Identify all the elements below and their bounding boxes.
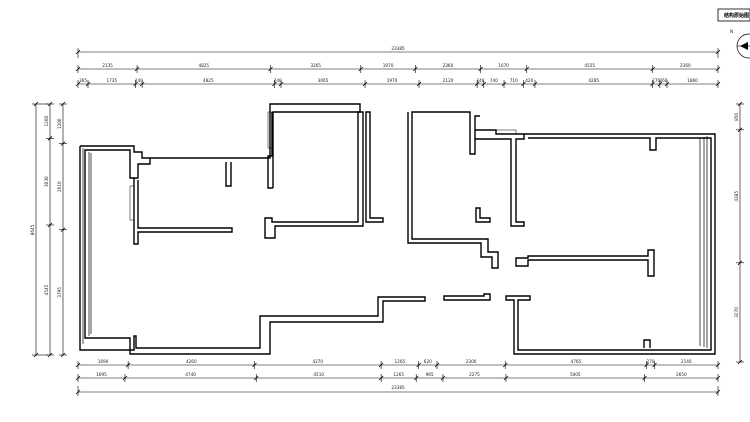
bottom-row1-dim-label: 2140 [681, 359, 692, 364]
top-row2-dim-label: 1970 [387, 78, 398, 83]
top-row1-dim-label: 3265 [310, 63, 321, 68]
bottom-row1-dim-label: 4270 [312, 359, 323, 364]
bottom-dimensions: 1690 4260 4270 1265 620 2300 4765 270 2140 1695 4… [75, 359, 721, 396]
bottom-row1-dim-label: 270 [647, 359, 655, 364]
right-dimensions: 850 4385 3270 [734, 101, 744, 365]
bottom-row2-dim-label: 4510 [313, 372, 324, 377]
top-row1-dim-label: 2135 [102, 63, 113, 68]
top-row2-dim-label: 1860 [687, 78, 698, 83]
top-row2-dim-label: 420 [525, 78, 533, 83]
bottom-row1-dim-label: 620 [424, 359, 432, 364]
top-row2-dim-label: 260 [659, 78, 667, 83]
title-text: 结构原始图 [724, 12, 749, 19]
top-row1-dim-label: 1970 [383, 63, 394, 68]
top-row1-dim-label: 1670 [498, 63, 509, 68]
top-row2-dim-label: 740 [490, 78, 498, 83]
title-block: 结构原始图 [717, 8, 750, 22]
wall-bath [365, 111, 384, 223]
top-row2-dim-label: 4825 [203, 78, 214, 83]
left-row2-dim-label: 1200 [57, 118, 62, 129]
wall-bedroom-left [133, 178, 233, 245]
bottom-row1-dim-label: 1265 [395, 359, 406, 364]
floor-plan-walls [79, 103, 716, 355]
top-row1-dim-label: 2360 [443, 63, 454, 68]
top-row2-dim-label: 3065 [318, 78, 329, 83]
left-row-dim-label: 3030 [44, 176, 49, 187]
left-row-dim-label: 4545 [44, 284, 49, 295]
top-total-dim: 23385 [391, 46, 405, 51]
left-row-dim-label: 1200 [44, 116, 49, 127]
top-row2-dim-label: 240 [135, 78, 143, 83]
bottom-row2-dim-label: 2275 [469, 372, 480, 377]
bottom-row2-dim-label: 965 [426, 372, 434, 377]
top-row2-dim-label: 710 [510, 78, 518, 83]
left-row2-dim-label: 2610 [57, 181, 62, 192]
bottom-row1-dim-label: 2300 [466, 359, 477, 364]
top-row2-dim-label: 240 [476, 78, 484, 83]
wall-outer-right [475, 129, 525, 227]
compass-icon: N [730, 29, 750, 59]
top-row1-dim-label: 4825 [198, 63, 209, 68]
bottom-total-dim: 23385 [391, 385, 405, 390]
top-row1-dim-label: 4555 [584, 63, 595, 68]
compass-label: N [730, 29, 733, 34]
bottom-row1-dim-label: 1690 [98, 359, 109, 364]
top-row2-dim-label: 4285 [588, 78, 599, 83]
bottom-row2-dim-label: 5005 [570, 372, 581, 377]
bottom-row2-dim-label: 1695 [96, 372, 107, 377]
top-row1-dim-label: 2360 [680, 63, 691, 68]
bottom-row2-dim-label: 1265 [393, 372, 404, 377]
bottom-row1-dim-label: 4260 [186, 359, 197, 364]
right-row-dim-label: 850 [734, 113, 739, 121]
top-row2-dim-label: 1735 [106, 78, 117, 83]
left-dimensions: 8645 1200 3030 4545 1200 2610 3795 [30, 101, 67, 358]
left-row2-dim-label: 3795 [57, 287, 62, 298]
bottom-row2-dim-label: 2650 [676, 372, 687, 377]
bottom-row1-dim-label: 4765 [571, 359, 582, 364]
top-dimensions: 23385 2135 4825 3265 1970 2360 1670 4555 2360 3… [75, 46, 721, 88]
top-row2-dim-label: 365 [79, 78, 87, 83]
right-row-dim-label: 4385 [734, 191, 739, 202]
bottom-row2-dim-label: 4740 [185, 372, 196, 377]
top-row2-dim-label: 2120 [443, 78, 454, 83]
wall-outer-left [80, 103, 361, 188]
left-total-dim: 8645 [30, 224, 35, 235]
right-row-dim-label: 3270 [734, 307, 739, 318]
top-row2-dim-label: 270 [652, 78, 660, 83]
top-row2-dim-label: 240 [274, 78, 282, 83]
